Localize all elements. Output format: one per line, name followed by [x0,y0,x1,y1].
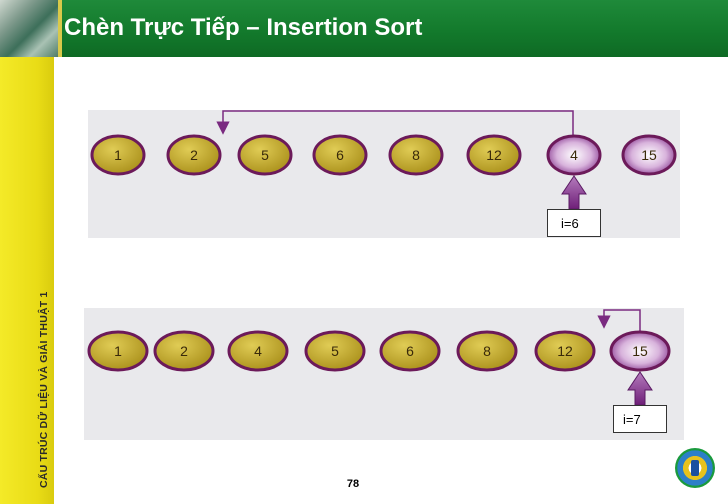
array-node-value: 15 [641,147,657,163]
array-node-value: 8 [483,343,491,359]
array-node: 2 [166,134,222,176]
university-logo [675,448,715,488]
array-node-value: 8 [412,147,420,163]
array-node: 15 [609,330,671,372]
page-number: 78 [346,478,360,490]
array-node: 15 [621,134,677,176]
insertion-arrow-1 [216,110,574,138]
array-node-value: 5 [331,343,339,359]
array-node: 6 [379,330,441,372]
array-node-value: 6 [406,343,414,359]
array-node-value: 1 [114,147,122,163]
array-node: 6 [312,134,368,176]
slide-title: Chèn Trực Tiếp – Insertion Sort [64,14,423,41]
array-node: 12 [466,134,522,176]
array-node: 2 [153,330,215,372]
array-node-value: 6 [336,147,344,163]
sidebar [0,57,54,504]
index-label-1-text: i=6 [561,216,579,231]
pointer-arrow-2 [627,371,653,406]
array-node-value: 4 [254,343,262,359]
array-node: 4 [227,330,289,372]
array-node: 1 [87,330,149,372]
header-image [0,0,58,57]
header-divider [58,0,62,57]
index-label-2: i=7 [613,405,667,433]
index-label-2-text: i=7 [623,412,641,427]
index-label-1: i=6 [547,209,601,237]
slide-header: Chèn Trực Tiếp – Insertion Sort [0,0,728,57]
array-node-value: 4 [570,147,578,163]
insertion-arrow-2 [597,309,641,334]
array-node: 8 [388,134,444,176]
array-node-value: 15 [632,343,648,359]
array-node-value: 12 [486,147,502,163]
array-node-value: 2 [180,343,188,359]
array-node: 12 [534,330,596,372]
array-node: 1 [90,134,146,176]
logo-emblem-icon [691,460,699,476]
array-node-value: 1 [114,343,122,359]
array-node: 5 [237,134,293,176]
array-node-value: 5 [261,147,269,163]
diagram-panel-2 [84,308,684,440]
array-node: 8 [456,330,518,372]
array-node-value: 12 [557,343,573,359]
pointer-arrow-1 [561,175,587,210]
array-node-value: 2 [190,147,198,163]
array-node: 5 [304,330,366,372]
array-node: 4 [546,134,602,176]
